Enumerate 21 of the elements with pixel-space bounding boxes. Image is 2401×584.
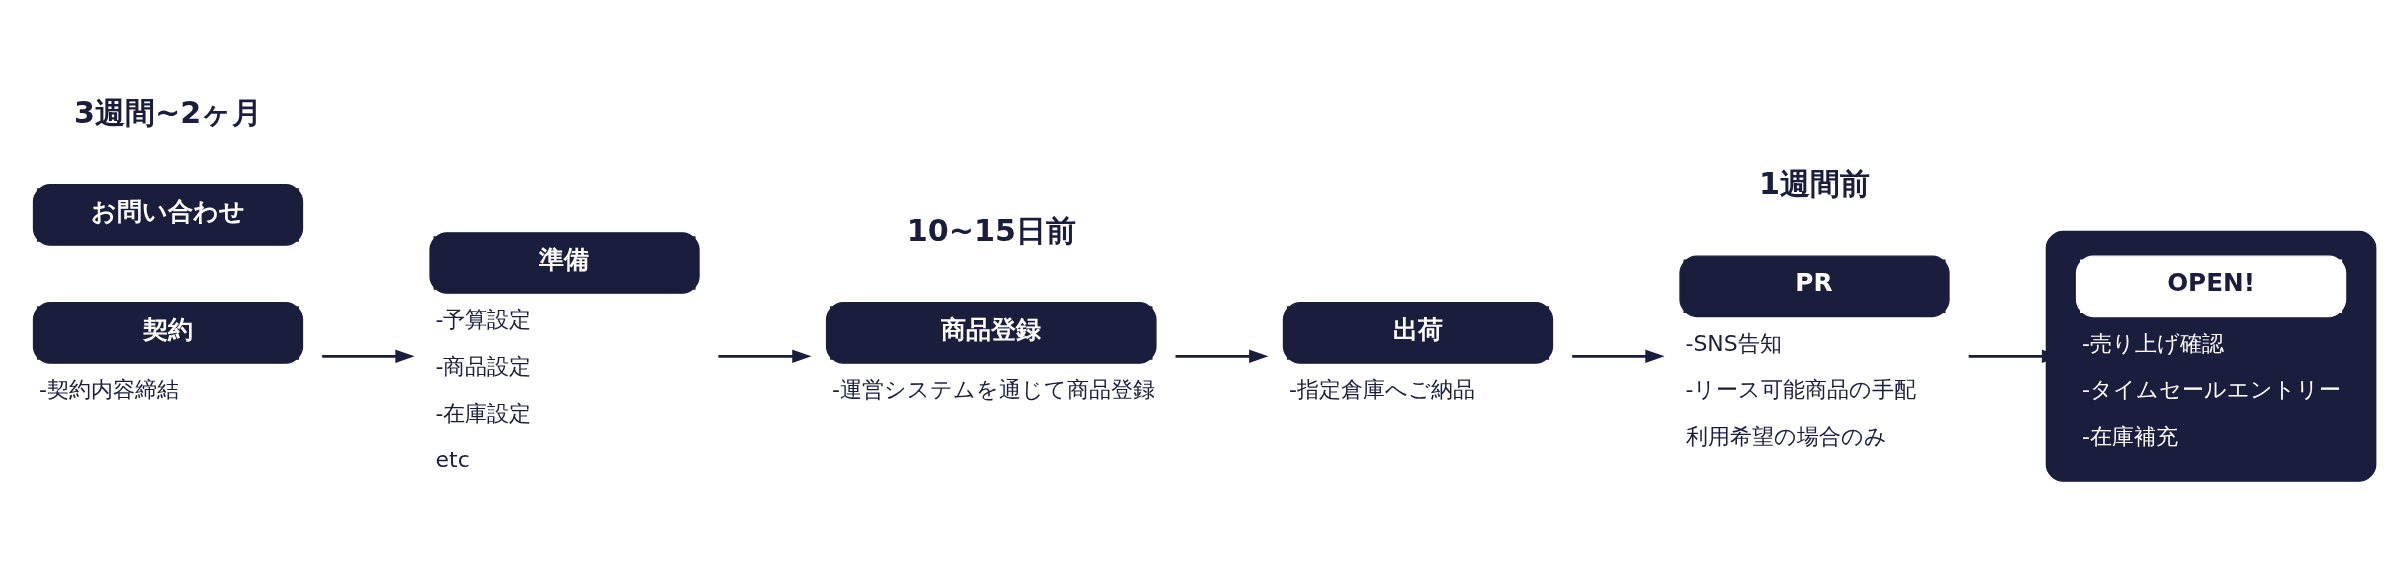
label: 3週間~2ヶ月 xyxy=(74,94,263,129)
arrow xyxy=(1572,349,1665,363)
node-label: -予算設定 xyxy=(435,306,532,332)
cluster xyxy=(2045,230,2377,482)
arrow xyxy=(322,349,415,363)
node-label: -指定倉庫へご納品 xyxy=(1289,376,1475,402)
node-label: -リース可能商品の手配 xyxy=(1685,376,1917,402)
node-label: -在庫補充 xyxy=(2082,423,2178,449)
node-label: -SNS告知 xyxy=(1685,330,1782,356)
arrow xyxy=(1175,349,1269,363)
arrow xyxy=(718,349,812,363)
node-label: -在庫設定 xyxy=(435,400,532,426)
node-label: -商品設定 xyxy=(435,353,532,379)
node-label: -契約内容締結 xyxy=(39,376,179,402)
node-label: -運営システムを通じて商品登録 xyxy=(832,376,1156,402)
node-label: -売り上げ確認 xyxy=(2082,330,2224,356)
node-label: etc xyxy=(435,446,470,472)
label: 10~15日前 xyxy=(906,212,1077,247)
node-label: 利用希望の場合のみ xyxy=(1685,423,1887,449)
node-label: -タイムセールエントリー xyxy=(2082,376,2341,402)
label: 1週間前 xyxy=(1758,165,1870,201)
